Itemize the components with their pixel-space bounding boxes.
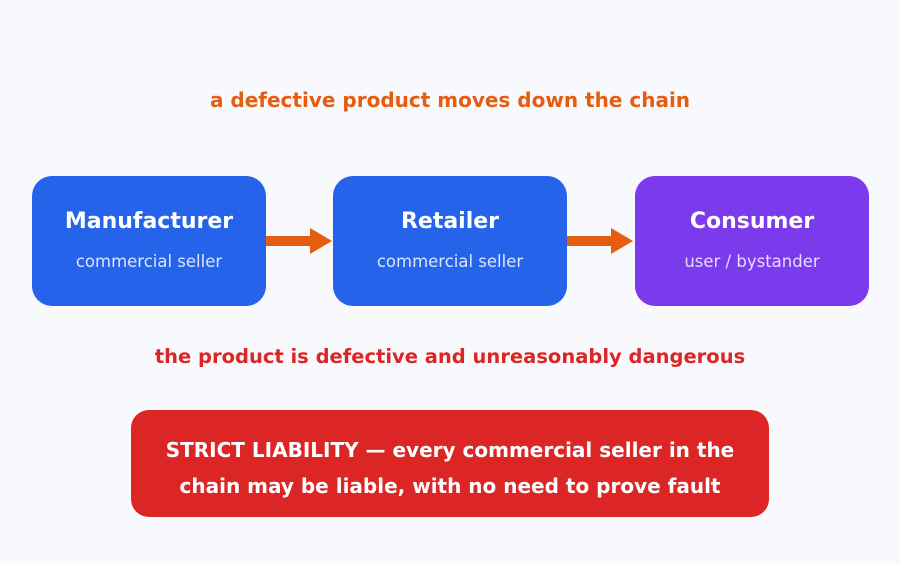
arrow-right-icon bbox=[567, 228, 633, 254]
node-retailer: Retailer commercial seller bbox=[333, 176, 567, 306]
condition-text: the product is defective and unreasonabl… bbox=[154, 345, 746, 368]
verdict-line-2: chain may be liable, with no need to pro… bbox=[179, 474, 721, 498]
node-title: Manufacturer bbox=[64, 209, 234, 234]
arrow-right-icon bbox=[266, 228, 332, 254]
node-subtitle: user / bystander bbox=[684, 252, 820, 271]
node-subtitle: commercial seller bbox=[75, 252, 223, 271]
node-subtitle: commercial seller bbox=[376, 252, 524, 271]
node-title: Consumer bbox=[689, 209, 815, 234]
verdict-line-1: STRICT LIABILITY — every commercial sell… bbox=[165, 438, 735, 462]
node-consumer: Consumer user / bystander bbox=[635, 176, 869, 306]
strict-liability-box: STRICT LIABILITY — every commercial sell… bbox=[131, 410, 769, 517]
headline: a defective product moves down the chain bbox=[209, 88, 691, 112]
node-manufacturer: Manufacturer commercial seller bbox=[32, 176, 266, 306]
node-title: Retailer bbox=[400, 209, 500, 234]
